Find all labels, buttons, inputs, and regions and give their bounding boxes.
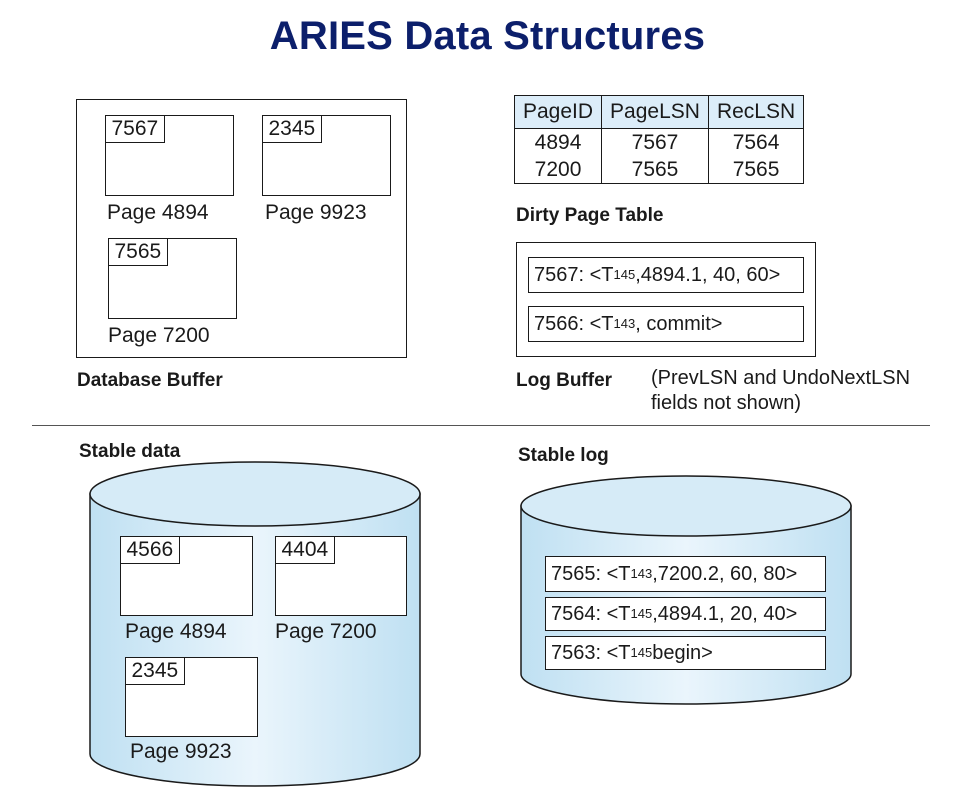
page-lsn-tag: 4404	[274, 535, 336, 564]
page-caption: Page 9923	[130, 740, 232, 763]
table-cell: 7564	[707, 128, 805, 156]
stable-page-7200: 4404	[274, 535, 407, 616]
database-buffer-label: Database Buffer	[77, 370, 223, 391]
log-buffer-label: Log Buffer	[516, 370, 613, 391]
log-buffer-note: (PrevLSN and UndoNextLSN fields not show…	[651, 367, 911, 414]
page-lsn-tag: 2345	[124, 656, 186, 685]
dirty-page-table: PageID PageLSN RecLSN 4894 7567 7564 720…	[513, 95, 805, 184]
page-lsn-tag: 7565	[107, 237, 169, 266]
page-lsn-tag: 7567	[104, 114, 166, 143]
page-caption: Page 9923	[265, 201, 367, 224]
stable-page-9923: 2345	[124, 656, 258, 737]
buffer-page-4894: 7567	[104, 114, 234, 196]
stable-page-4894: 4566	[119, 535, 253, 616]
page-title: ARIES Data Structures	[269, 14, 706, 58]
table-cell: 7567	[601, 128, 709, 156]
column-header: RecLSN	[707, 95, 805, 129]
table-cell: 7565	[707, 156, 805, 184]
table-row: 7200 7565 7565	[513, 156, 805, 184]
column-header: PageID	[513, 95, 603, 129]
memory-disk-divider	[32, 425, 930, 426]
table-row: 4894 7567 7564	[513, 128, 805, 156]
buffer-page-9923: 2345	[261, 114, 391, 196]
buffer-page-7200: 7565	[107, 237, 237, 319]
page-lsn-tag: 2345	[261, 114, 323, 143]
page-caption: Page 7200	[275, 620, 377, 643]
stable-data-label: Stable data	[79, 441, 181, 462]
table-cell: 7565	[601, 156, 709, 184]
page-lsn-tag: 4566	[119, 535, 181, 564]
column-header: PageLSN	[601, 95, 709, 129]
dirty-page-table-label: Dirty Page Table	[516, 205, 664, 226]
page-caption: Page 4894	[125, 620, 227, 643]
page-caption: Page 7200	[108, 324, 210, 347]
table-cell: 4894	[513, 128, 603, 156]
stable-log-label: Stable log	[518, 445, 609, 466]
page-caption: Page 4894	[107, 201, 209, 224]
table-cell: 7200	[513, 156, 603, 184]
